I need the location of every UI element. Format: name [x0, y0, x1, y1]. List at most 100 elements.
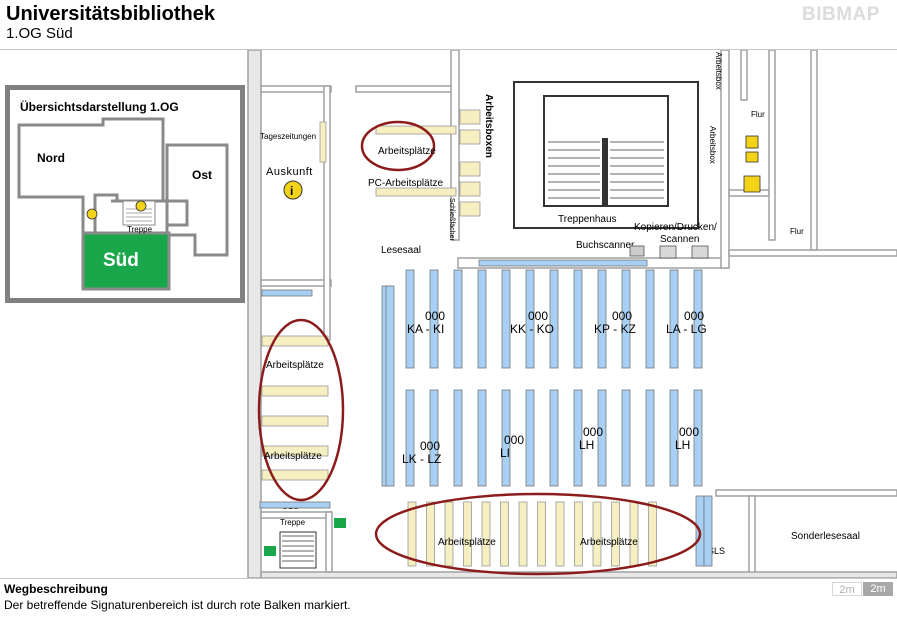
- shelf: [703, 495, 713, 567]
- shelf-group-code: 000: [504, 433, 524, 447]
- wall-segment: [728, 249, 897, 257]
- shelf: [669, 389, 679, 487]
- treppe-small: [279, 531, 317, 569]
- treppenhaus-steps: [548, 141, 664, 199]
- shelf: [478, 259, 648, 267]
- overview-label-east: Ost: [192, 168, 212, 182]
- room-tageszeitungen: Tageszeitungen: [260, 132, 316, 141]
- overview-south-highlight[interactable]: [81, 231, 171, 291]
- shelf: [669, 269, 679, 369]
- shelf: [621, 389, 631, 487]
- overview-title: Übersichtsdarstellung 1.OG: [20, 99, 179, 114]
- overview-map: Übersichtsdarstellung 1.OG Nord Ost Süd …: [5, 85, 245, 303]
- room-treppenhaus: Treppenhaus: [558, 214, 617, 225]
- desk-column: [444, 501, 454, 567]
- workspace-label-left-1: Arbeitsplätze: [266, 360, 324, 371]
- info-icon-glyph: i: [290, 184, 293, 198]
- workspace-label-bottom-2: Arbeitsplätze: [580, 537, 638, 548]
- exit-sign-icon: [264, 546, 276, 556]
- wall-segment: [720, 50, 730, 269]
- desk-column: [592, 501, 602, 567]
- shelf: [453, 269, 463, 369]
- shelf-group-range: KP - KZ: [594, 322, 636, 336]
- room-arbeitsboxen: Arbeitsboxen: [483, 94, 494, 158]
- floor-plan: Tageszeitungen Auskunft i Arbeitsboxen S…: [247, 50, 897, 578]
- shelf: [477, 269, 487, 369]
- wall-segment: [260, 85, 332, 93]
- desk-row: [261, 415, 329, 427]
- shelf: [405, 389, 415, 487]
- ring-bottom-workspace: [374, 492, 702, 576]
- desk-row: [261, 445, 329, 457]
- shelf: [259, 501, 331, 509]
- page-title: Universitätsbibliothek: [6, 3, 215, 25]
- restroom-icon: [743, 175, 761, 193]
- wall-segment: [740, 50, 748, 101]
- shelf: [385, 285, 395, 487]
- shelf-group-range: LA - LG: [666, 322, 707, 336]
- arbeitsbox-desk: [459, 201, 481, 217]
- west-wall: [247, 50, 262, 578]
- room-flur-2: Flur: [790, 227, 804, 236]
- wall-segment: [748, 495, 756, 578]
- desk-column: [537, 501, 546, 567]
- shelf-group-code: 000: [425, 309, 445, 323]
- walls: [247, 50, 897, 578]
- shelf-group-code: 000: [528, 309, 548, 323]
- shelf: [645, 269, 655, 369]
- overview-label-north: Nord: [37, 151, 65, 165]
- shelf: [549, 269, 559, 369]
- room-schliessfaecher: Schließfächer: [448, 198, 455, 241]
- wall-segment: [355, 85, 459, 93]
- accessible-wc-icon: [745, 135, 759, 149]
- tageszeitungen-rack: [319, 121, 327, 163]
- floor-subtitle: 1.OG Süd: [6, 25, 73, 42]
- desk-row: [375, 125, 457, 135]
- shelf: [693, 269, 703, 369]
- room-arbeitsbox-2: Arbeitsbox: [708, 126, 717, 164]
- shelf-group-range: LK - LZ: [402, 452, 441, 466]
- info-icon[interactable]: [283, 180, 303, 200]
- copier-icon: [691, 245, 709, 259]
- shelf-group-range: KA - KI: [407, 322, 444, 336]
- desk-column: [555, 501, 565, 567]
- overview-label-south: Süd: [103, 250, 139, 271]
- room-sonderlesesaal: Sonderlesesaal: [791, 531, 860, 542]
- room-pc-arbeitsplaetze: PC-Arbeitsplätze: [368, 178, 443, 189]
- shelf: [261, 289, 313, 297]
- exit-sign-icon: [334, 518, 346, 528]
- arbeitsbox-desk: [459, 129, 481, 145]
- route-title: Wegbeschreibung: [4, 582, 108, 596]
- wall-segment: [810, 50, 818, 251]
- shelf-group-code: 000: [420, 439, 440, 453]
- desk-column: [500, 501, 509, 567]
- shelf-group-code: 000: [679, 425, 699, 439]
- shelf: [501, 389, 511, 487]
- room-sls-2: SLS: [708, 546, 725, 556]
- workspace-label-bottom-1: Arbeitsplätze: [438, 537, 496, 548]
- shelf: [645, 389, 655, 487]
- bibmap-logo[interactable]: BIBMAP: [802, 4, 880, 25]
- desk-column: [407, 501, 417, 567]
- wall-segment: [715, 489, 897, 497]
- shelf: [573, 269, 583, 369]
- header: Universitätsbibliothek 1.OG Süd BIBMAP: [0, 0, 897, 50]
- shelf: [525, 389, 535, 487]
- shelf-group-code: 000: [583, 425, 603, 439]
- desk-column: [463, 501, 472, 567]
- scale-segment: 2m: [863, 582, 893, 596]
- treppenhaus-divider: [602, 138, 608, 206]
- shelf: [525, 269, 535, 369]
- room-arbeitsbox-1: Arbeitsbox: [714, 52, 723, 90]
- desk-column: [648, 501, 657, 567]
- highlight-rings: [257, 120, 702, 576]
- shelf: [621, 269, 631, 369]
- desk-column: [518, 501, 528, 567]
- shelf: [501, 269, 511, 369]
- arbeitsbox-desk: [459, 161, 481, 177]
- shelf: [597, 269, 607, 369]
- shelf: [597, 389, 607, 487]
- overview-info-icon: [86, 208, 98, 220]
- header-divider: [0, 49, 897, 50]
